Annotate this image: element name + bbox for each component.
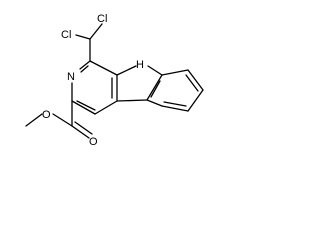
atom-indole-nh: H — [136, 59, 144, 71]
chemical-structure: Cl Cl N H O O — [25, 13, 204, 148]
atom-cl-left: Cl — [61, 29, 71, 41]
bond-lines — [25, 23, 204, 139]
bond-c8-c7-inner — [185, 74, 199, 92]
atom-carbonyl-oxygen: O — [89, 136, 98, 148]
atom-ring-nitrogen: N — [67, 71, 75, 83]
bond-c9a-n9 — [116, 65, 137, 76]
bond-n9-c8a — [147, 65, 163, 76]
bond-c6-c5 — [161, 105, 189, 112]
bond-carbonyl-o — [71, 125, 90, 139]
bond-c6-c5-inner — [163, 101, 187, 107]
atom-labels: Cl Cl N H O O — [42, 13, 144, 148]
bond-c7-c6 — [187, 89, 204, 112]
atom-ester-oxygen: O — [42, 109, 51, 121]
bond-c3-c4-inner — [76, 100, 96, 111]
bond-c1-n2-inner — [80, 65, 89, 73]
bond-c4b-c8a-inner — [150, 80, 161, 98]
bond-chcl2-cl-left — [75, 34, 91, 40]
bond-c1-n2 — [79, 60, 91, 70]
bond-c4b-c4a — [116, 99, 148, 102]
bond-c8a-c4b — [146, 74, 163, 101]
atom-cl-top: Cl — [97, 13, 107, 25]
bond-chcl2-cl-top — [89, 23, 103, 40]
bond-c3-c4 — [71, 100, 96, 115]
bond-c8-c7 — [187, 69, 204, 91]
bond-ccarbonyl-oester — [52, 113, 73, 127]
bond-c5-c4b — [146, 99, 163, 107]
bond-c4-c4a — [94, 100, 118, 115]
bond-oester-ch3 — [25, 113, 43, 127]
bond-c8a-c8 — [161, 69, 189, 76]
bond-c9a-c1 — [89, 60, 118, 76]
bond-carbonyl-o-double — [74, 121, 93, 135]
